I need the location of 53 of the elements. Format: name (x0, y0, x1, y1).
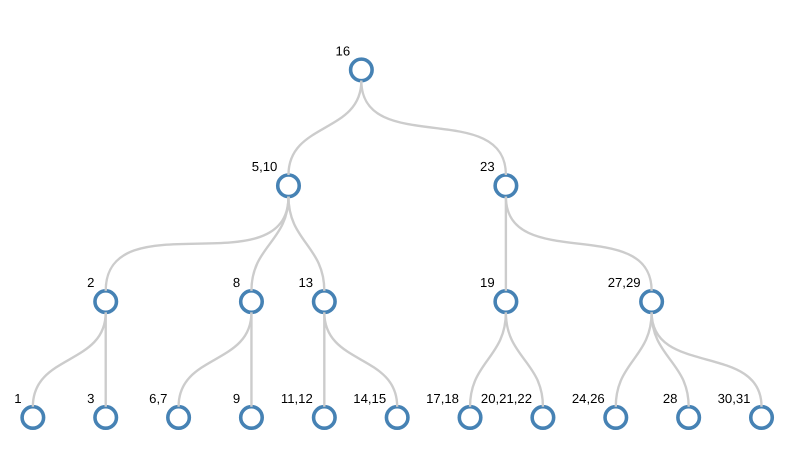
node-label: 5,10 (252, 159, 278, 174)
node-label: 20,21,22 (480, 390, 532, 406)
node-circle (20, 404, 46, 430)
connector (287, 196, 326, 291)
node-label: 24,26 (572, 390, 605, 406)
node-label: 11,12 (280, 390, 313, 406)
connector (323, 312, 398, 407)
connector (287, 80, 363, 176)
connector (504, 196, 508, 291)
node-circle (348, 57, 374, 82)
node-label: 19 (480, 275, 495, 290)
connector (504, 196, 653, 292)
node-circle (458, 404, 483, 430)
node-label: 28 (662, 390, 678, 406)
connector (104, 312, 107, 407)
node-label: 13 (298, 275, 314, 290)
connector (104, 196, 290, 292)
node-label: 23 (480, 159, 495, 174)
node-label: 1 (14, 390, 22, 406)
node-circle (93, 289, 118, 314)
node-circle (93, 404, 118, 430)
node-label: 2 (87, 275, 94, 290)
node-circle (530, 404, 556, 430)
node-circle (238, 404, 264, 430)
node-label: 9 (232, 390, 240, 406)
connector (250, 312, 253, 407)
node-circle (166, 404, 192, 430)
node-label: 14,15 (353, 390, 386, 406)
node-circle (312, 404, 337, 430)
connector (504, 312, 544, 407)
node-circle (276, 173, 302, 198)
connector (250, 196, 290, 291)
node-circle (238, 289, 264, 314)
node-circle (639, 289, 664, 314)
node-circle (493, 289, 518, 314)
node-label: 30,31 (718, 390, 750, 406)
node-circle (603, 404, 628, 430)
node-label: 17,18 (426, 390, 460, 406)
node-label: 16 (336, 43, 350, 58)
node-label: 6,7 (149, 390, 168, 406)
node-label: 27,29 (608, 275, 641, 290)
node-circle (748, 404, 774, 430)
node-circle (384, 404, 410, 430)
connector (360, 80, 508, 176)
node-circle (676, 404, 702, 430)
connector (650, 312, 763, 407)
connector (177, 312, 253, 407)
node-label: 8 (232, 275, 240, 290)
node-circle (312, 289, 337, 314)
connector (32, 312, 107, 407)
node-circle (493, 173, 518, 198)
connector (468, 312, 508, 407)
node-label: 3 (87, 390, 94, 406)
